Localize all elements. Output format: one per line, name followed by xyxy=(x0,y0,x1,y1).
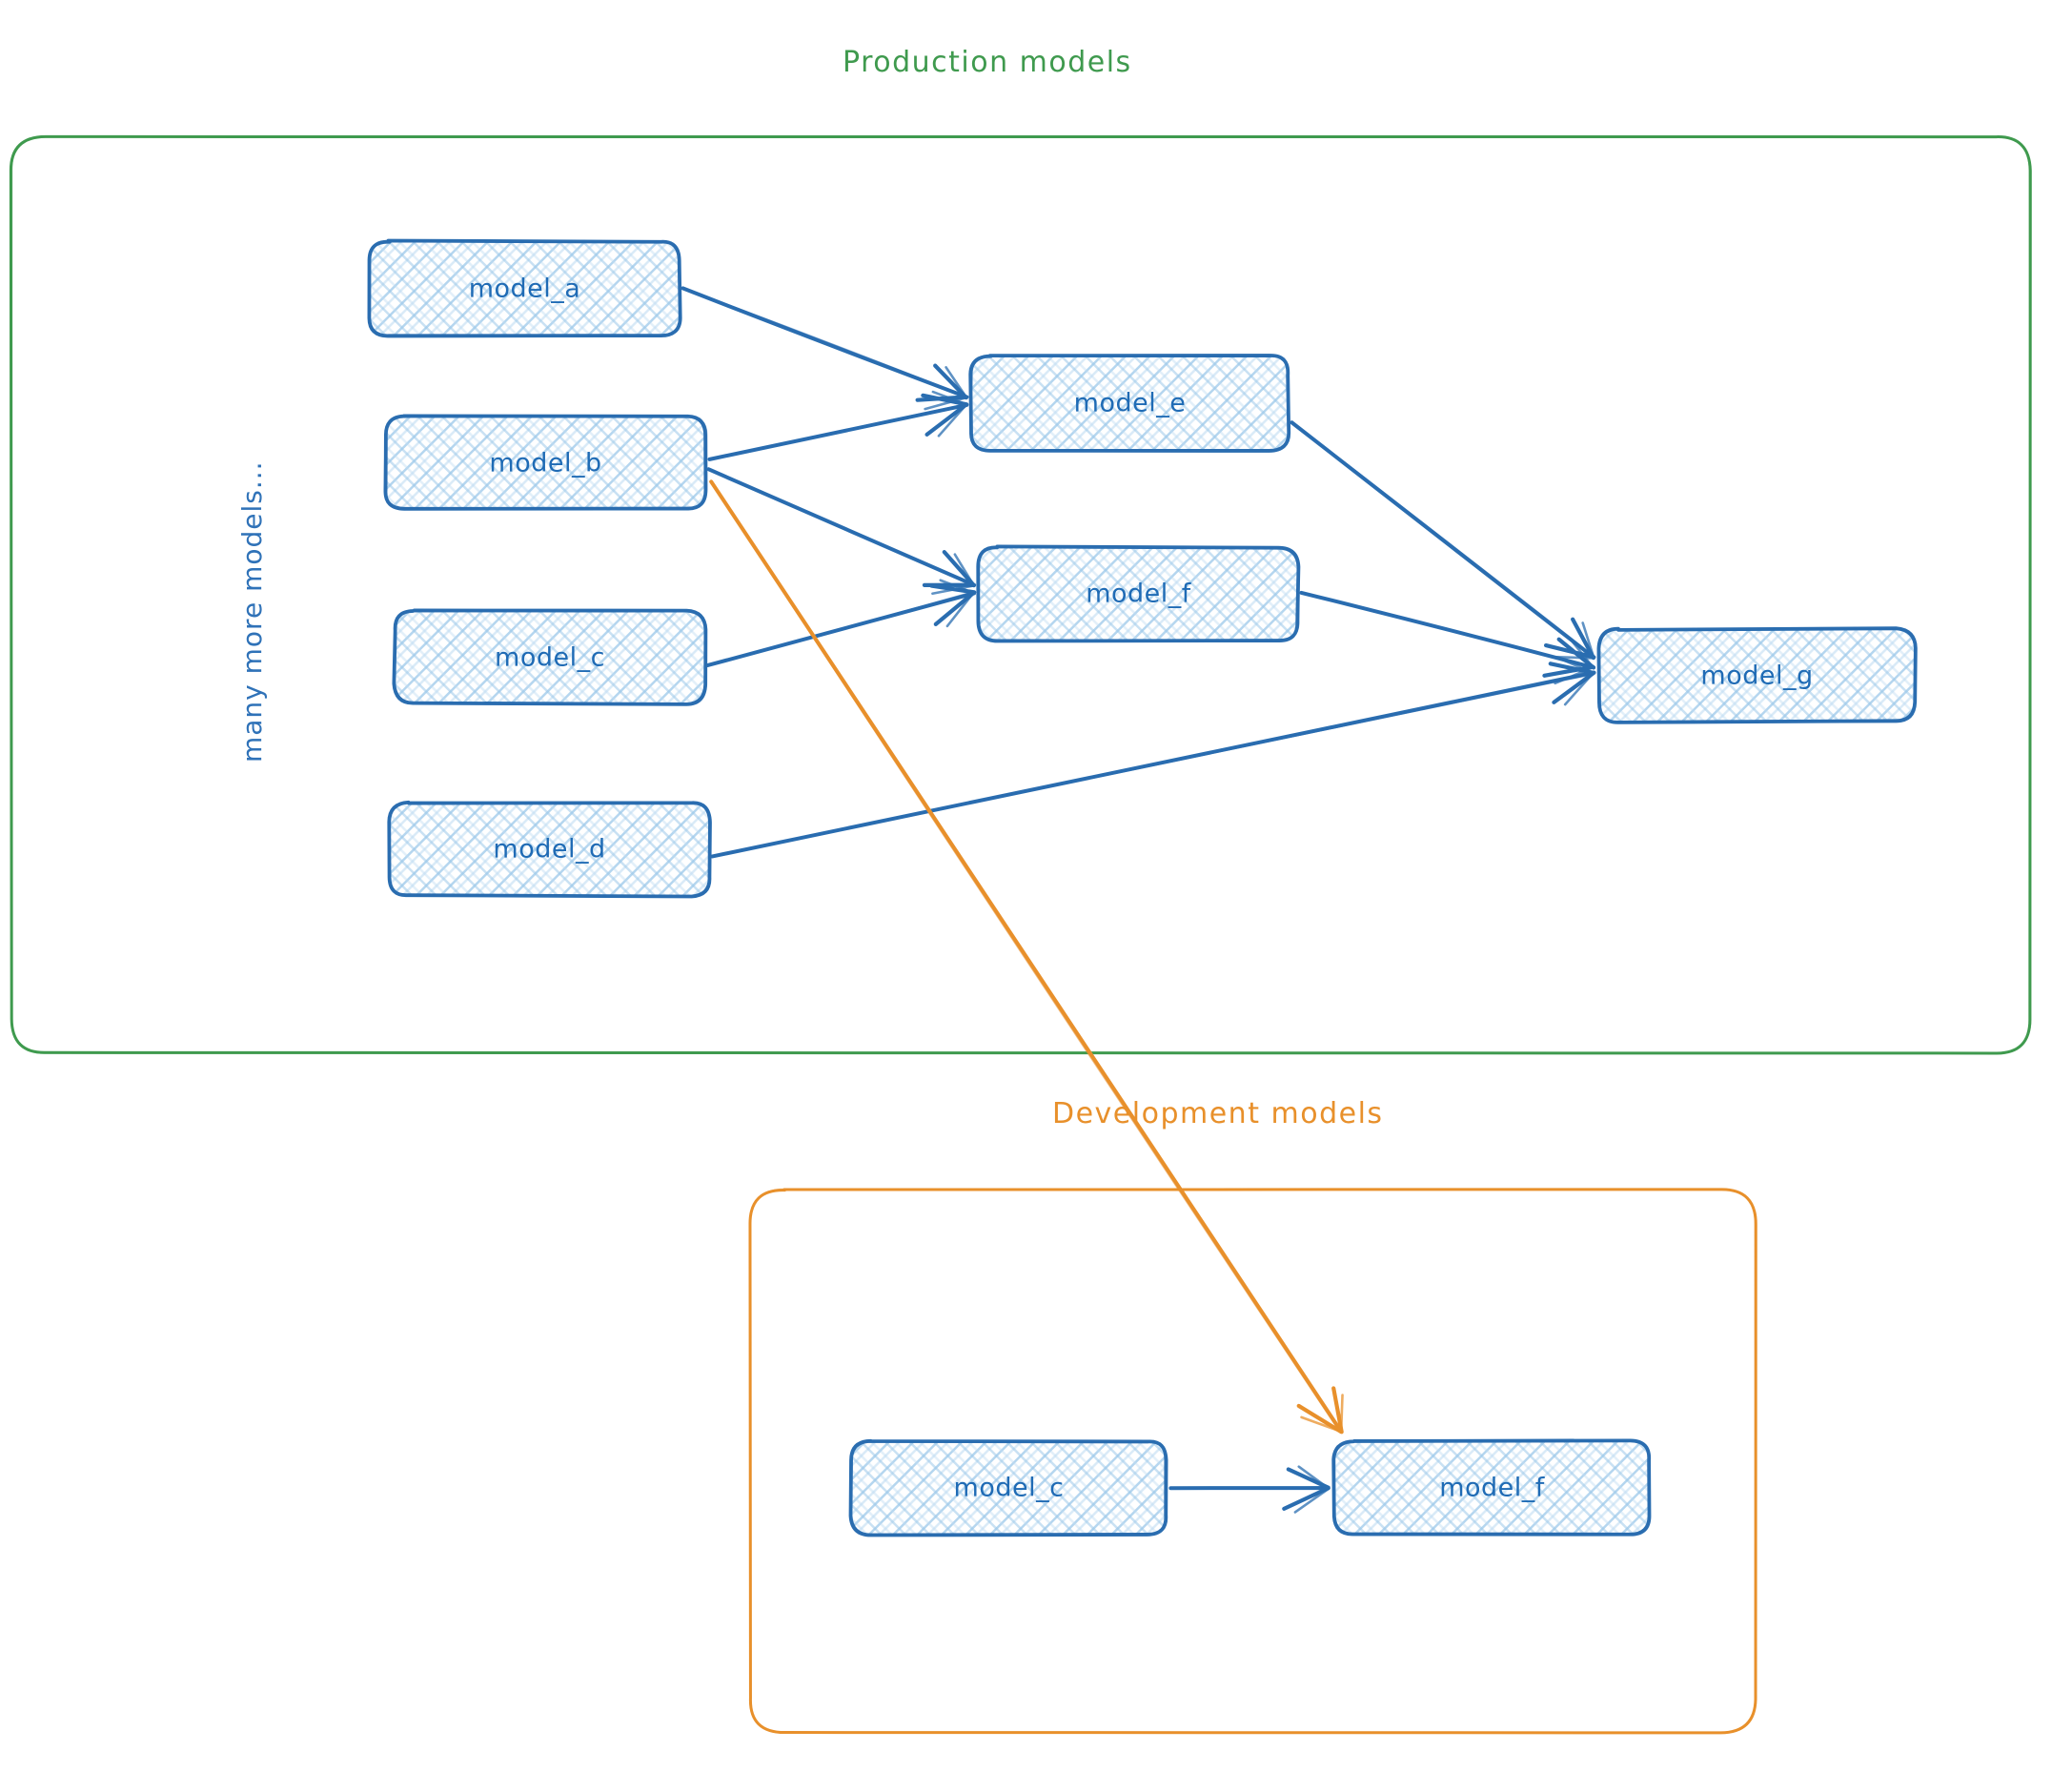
group-container-production xyxy=(9,134,2032,1055)
node-dev_model_c[interactable] xyxy=(848,1438,1168,1537)
node-dev_model_f[interactable] xyxy=(1331,1438,1652,1537)
node-prod_model_a[interactable] xyxy=(367,238,682,338)
node-hatch-b xyxy=(979,547,1298,641)
node-border xyxy=(977,545,1300,641)
node-hatch-b xyxy=(385,417,706,509)
edge-c-to-f xyxy=(705,579,977,667)
group-container-development xyxy=(748,1188,1757,1735)
side-note-many-more-models: many more models... xyxy=(236,460,268,763)
node-prod_model_g[interactable] xyxy=(1596,626,1918,724)
node-border xyxy=(1597,628,1917,723)
node-hatch-b xyxy=(1334,1441,1650,1535)
edge-a-to-e xyxy=(681,286,969,411)
node-prod_model_b[interactable] xyxy=(383,414,708,511)
node-prod_model_f[interactable] xyxy=(976,544,1301,643)
node-border xyxy=(969,354,1290,453)
node-border xyxy=(393,609,707,705)
node-border xyxy=(388,801,711,898)
node-border xyxy=(1332,1440,1651,1537)
edge-devc-to-devf xyxy=(1168,1465,1331,1514)
node-hatch-b xyxy=(389,803,710,896)
node-hatch-b xyxy=(971,356,1289,451)
node-hatch-b xyxy=(1599,629,1915,722)
node-hatch-b xyxy=(370,241,680,336)
group-label-development: Development models xyxy=(1052,1097,1384,1130)
edge-b-to-devf xyxy=(709,479,1344,1435)
node-prod_model_d[interactable] xyxy=(387,800,712,899)
edge-e-to-g xyxy=(1290,420,1596,661)
node-prod_model_c[interactable] xyxy=(392,608,708,706)
edge-d-to-g xyxy=(710,658,1596,859)
node-hatch-b xyxy=(851,1441,1167,1535)
node-border xyxy=(368,239,681,338)
edges-layer xyxy=(681,286,1596,1514)
node-border xyxy=(849,1440,1168,1537)
node-border xyxy=(383,415,708,511)
node-prod_model_e[interactable] xyxy=(968,354,1291,453)
edge-b-to-f xyxy=(706,466,977,596)
edge-b-to-e xyxy=(707,390,969,461)
group-label-production: Production models xyxy=(843,46,1132,79)
node-hatch-b xyxy=(395,611,705,703)
edge-f-to-g xyxy=(1299,590,1596,685)
nodes-layer xyxy=(367,238,1918,1537)
group-containers xyxy=(9,134,2032,1735)
